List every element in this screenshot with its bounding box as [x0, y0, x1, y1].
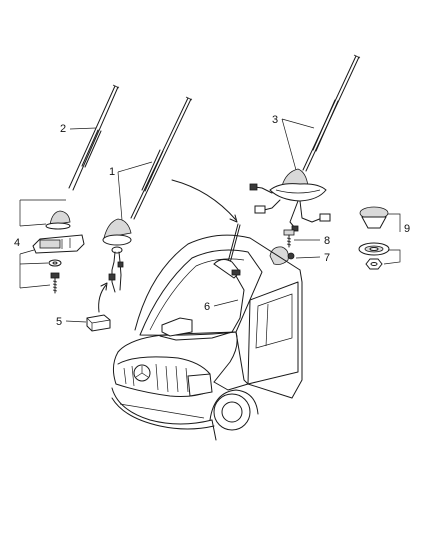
part-9-cap-grommet-nut	[358, 206, 390, 270]
callout-leaders	[19, 118, 401, 323]
part-4-antenna-base-assembly	[32, 210, 85, 294]
callout-2: 2	[60, 123, 66, 135]
part-8-screw	[283, 229, 295, 248]
callout-5: 5	[56, 316, 62, 328]
part-1-antenna-mast	[102, 96, 193, 293]
arrow-5-to-1-head	[100, 282, 108, 291]
callout-8: 8	[324, 235, 330, 247]
arrow-5-to-1	[98, 284, 107, 313]
part-2-antenna-mast	[68, 84, 120, 191]
callout-6: 6	[204, 301, 210, 313]
part-6-antenna-cable	[159, 223, 245, 341]
part-7-mount-clip	[269, 246, 295, 265]
arrow-1-to-van	[171, 179, 237, 221]
part-5-connector	[86, 314, 111, 332]
part-3-antenna-assembly	[249, 54, 361, 232]
arrow-1-to-van-head	[229, 214, 238, 223]
callout-4: 4	[14, 237, 20, 249]
van-outline	[111, 234, 303, 441]
callout-1: 1	[109, 166, 115, 178]
callout-9: 9	[404, 223, 410, 235]
callout-3: 3	[272, 114, 278, 126]
callout-7: 7	[324, 252, 330, 264]
